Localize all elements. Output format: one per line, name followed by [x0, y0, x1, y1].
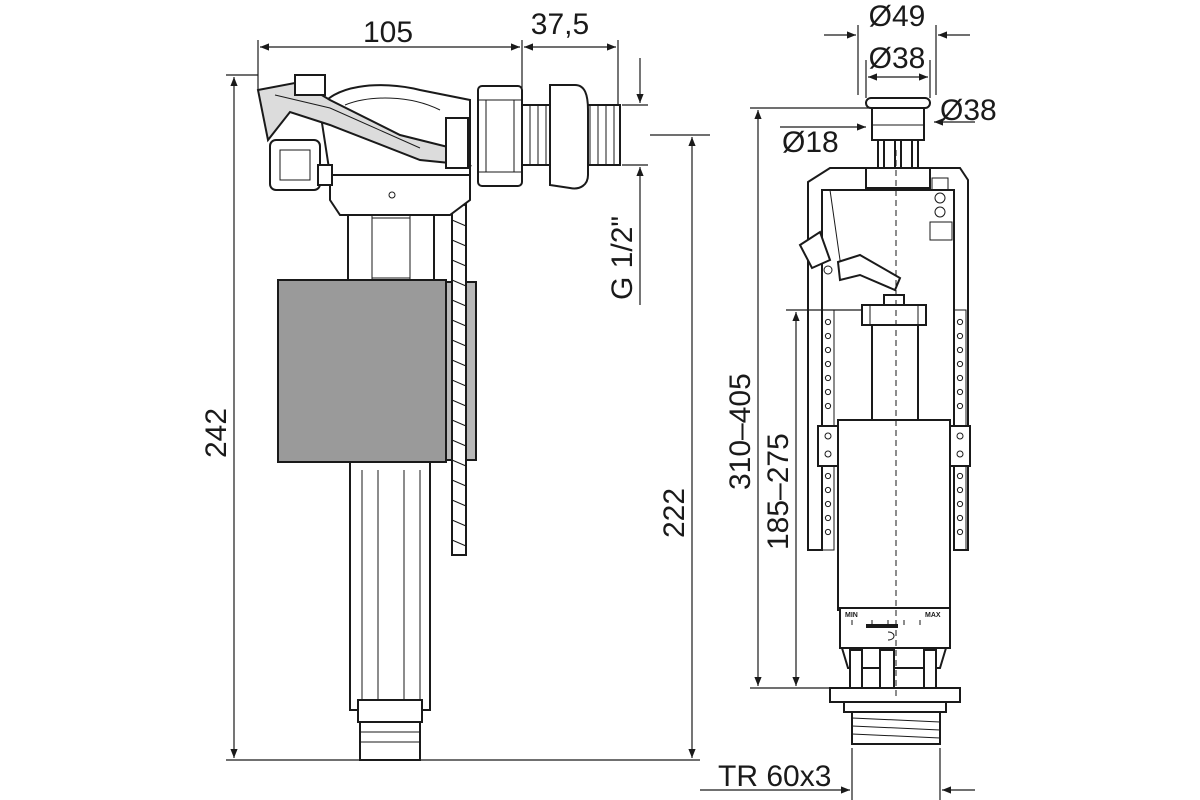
- dim-flush-top-diameter: Ø49: [869, 0, 926, 33]
- fill-valve-nut: [477, 85, 523, 187]
- dim-flush-overflow-height: 185–275: [762, 433, 795, 550]
- flush-valve-frame: [798, 167, 969, 551]
- flush-valve-overflow-tube: [861, 294, 927, 426]
- scale-min-label: MIN: [845, 612, 858, 619]
- dim-flush-button-diameter: Ø38: [869, 42, 926, 75]
- fill-valve-pivot: [269, 139, 333, 191]
- dim-fill-width: 105: [363, 16, 413, 49]
- dim-fill-thread-offset: 37,5: [531, 8, 589, 41]
- scale-max-label: MAX: [925, 612, 941, 619]
- fill-valve-float: [277, 279, 447, 463]
- flush-valve-base: [829, 647, 961, 745]
- fill-valve-washer: [549, 84, 589, 190]
- fill-valve-lever: [256, 74, 473, 167]
- dim-fill-total-height: 242: [200, 408, 233, 458]
- fill-valve-dimensions: 105 37,5 G 1/2" 242 222: [200, 8, 710, 761]
- dim-flush-cap-diameter: Ø38: [940, 94, 997, 127]
- fill-valve: [256, 74, 621, 761]
- dim-flush-stem-diameter: Ø18: [782, 126, 839, 159]
- flush-valve-dimensions: Ø49 Ø38 Ø38 Ø18 310–405 185–275 TR 60x3: [700, 0, 997, 800]
- flush-valve-body: [817, 419, 971, 611]
- flush-valve-scale: MIN MAX: [839, 607, 951, 649]
- dim-flush-total-height: 310–405: [724, 373, 757, 490]
- fill-valve-upper-tube: [347, 204, 435, 286]
- dim-fill-outlet-height: 222: [658, 488, 691, 538]
- fill-valve-adjust-rod: [451, 159, 467, 556]
- fill-valve-lower-tube: [349, 459, 431, 761]
- dim-fill-thread: G 1/2": [606, 216, 639, 300]
- dim-flush-thread: TR 60x3: [718, 760, 831, 793]
- flush-valve-button: [865, 97, 931, 169]
- fill-valve-pin: [445, 117, 469, 169]
- flush-valve: MIN MAX: [798, 97, 971, 745]
